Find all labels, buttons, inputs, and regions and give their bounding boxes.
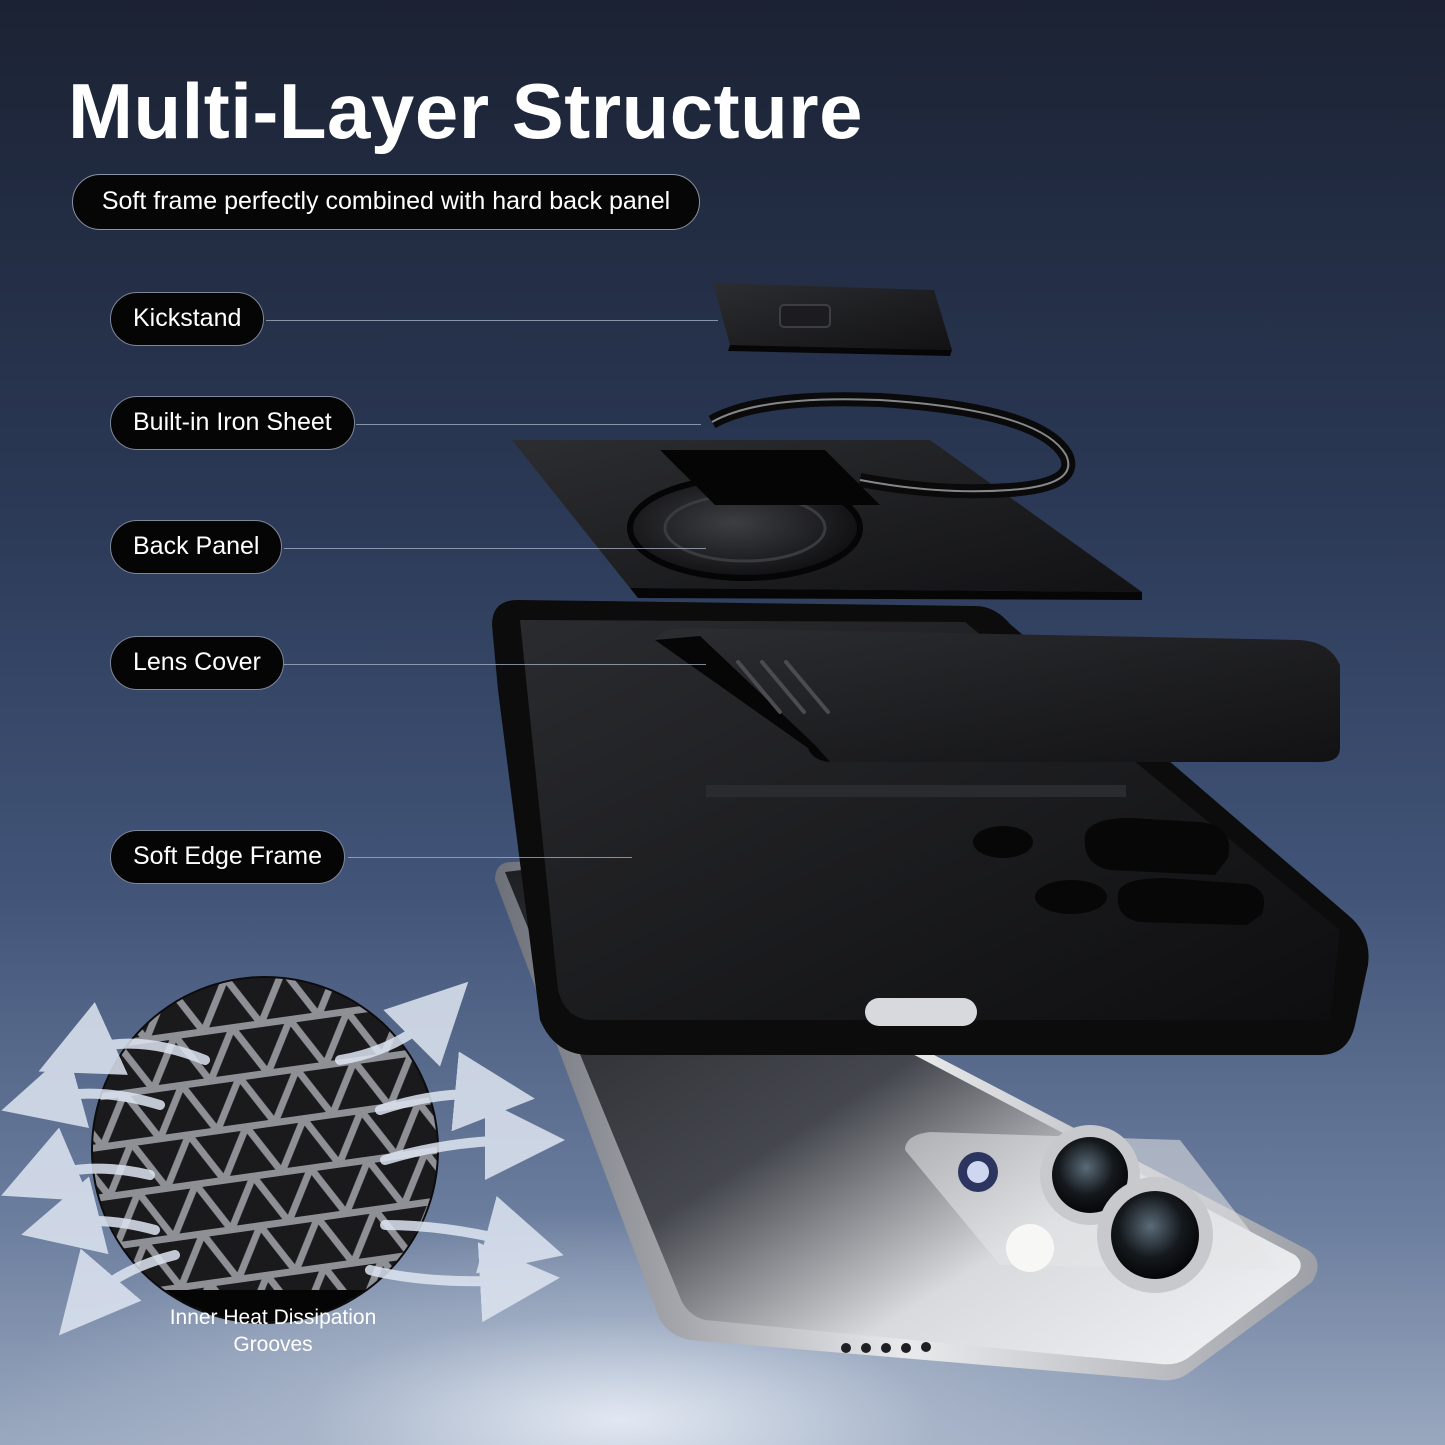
label-kickstand: Kickstand — [110, 292, 265, 346]
iron-sheet-ring — [708, 392, 1076, 499]
speaker-grille — [841, 1342, 931, 1353]
heat-dissipation-caption: Inner Heat Dissipation Grooves — [140, 1304, 406, 1358]
leader-line-kickstand — [266, 320, 718, 321]
label-soft-edge-frame: Soft Edge Frame — [110, 830, 345, 884]
leader-line-iron-sheet — [356, 424, 701, 425]
heat-dissipation-disc — [91, 976, 439, 1324]
leader-line-lens-cover — [284, 664, 706, 665]
soft-edge-frame — [492, 600, 1369, 1055]
back-panel — [512, 440, 1142, 600]
page-title: Multi-Layer Structure — [68, 67, 863, 155]
lens-cover — [655, 628, 1340, 762]
subtitle-badge: Soft frame perfectly combined with hard … — [72, 174, 700, 230]
camera-module — [905, 1125, 1280, 1293]
kickstand-part — [713, 283, 952, 356]
label-back-panel: Back Panel — [110, 520, 283, 574]
caption-line-1: Inner Heat Dissipation — [169, 1306, 377, 1329]
label-iron-sheet: Built-in Iron Sheet — [110, 396, 355, 450]
airflow-arrows — [1, 981, 565, 1336]
leader-line-back-panel — [284, 548, 706, 549]
leader-line-soft-edge-frame — [348, 857, 632, 858]
caption-line-2: Grooves — [233, 1333, 313, 1356]
label-lens-cover: Lens Cover — [110, 636, 284, 690]
